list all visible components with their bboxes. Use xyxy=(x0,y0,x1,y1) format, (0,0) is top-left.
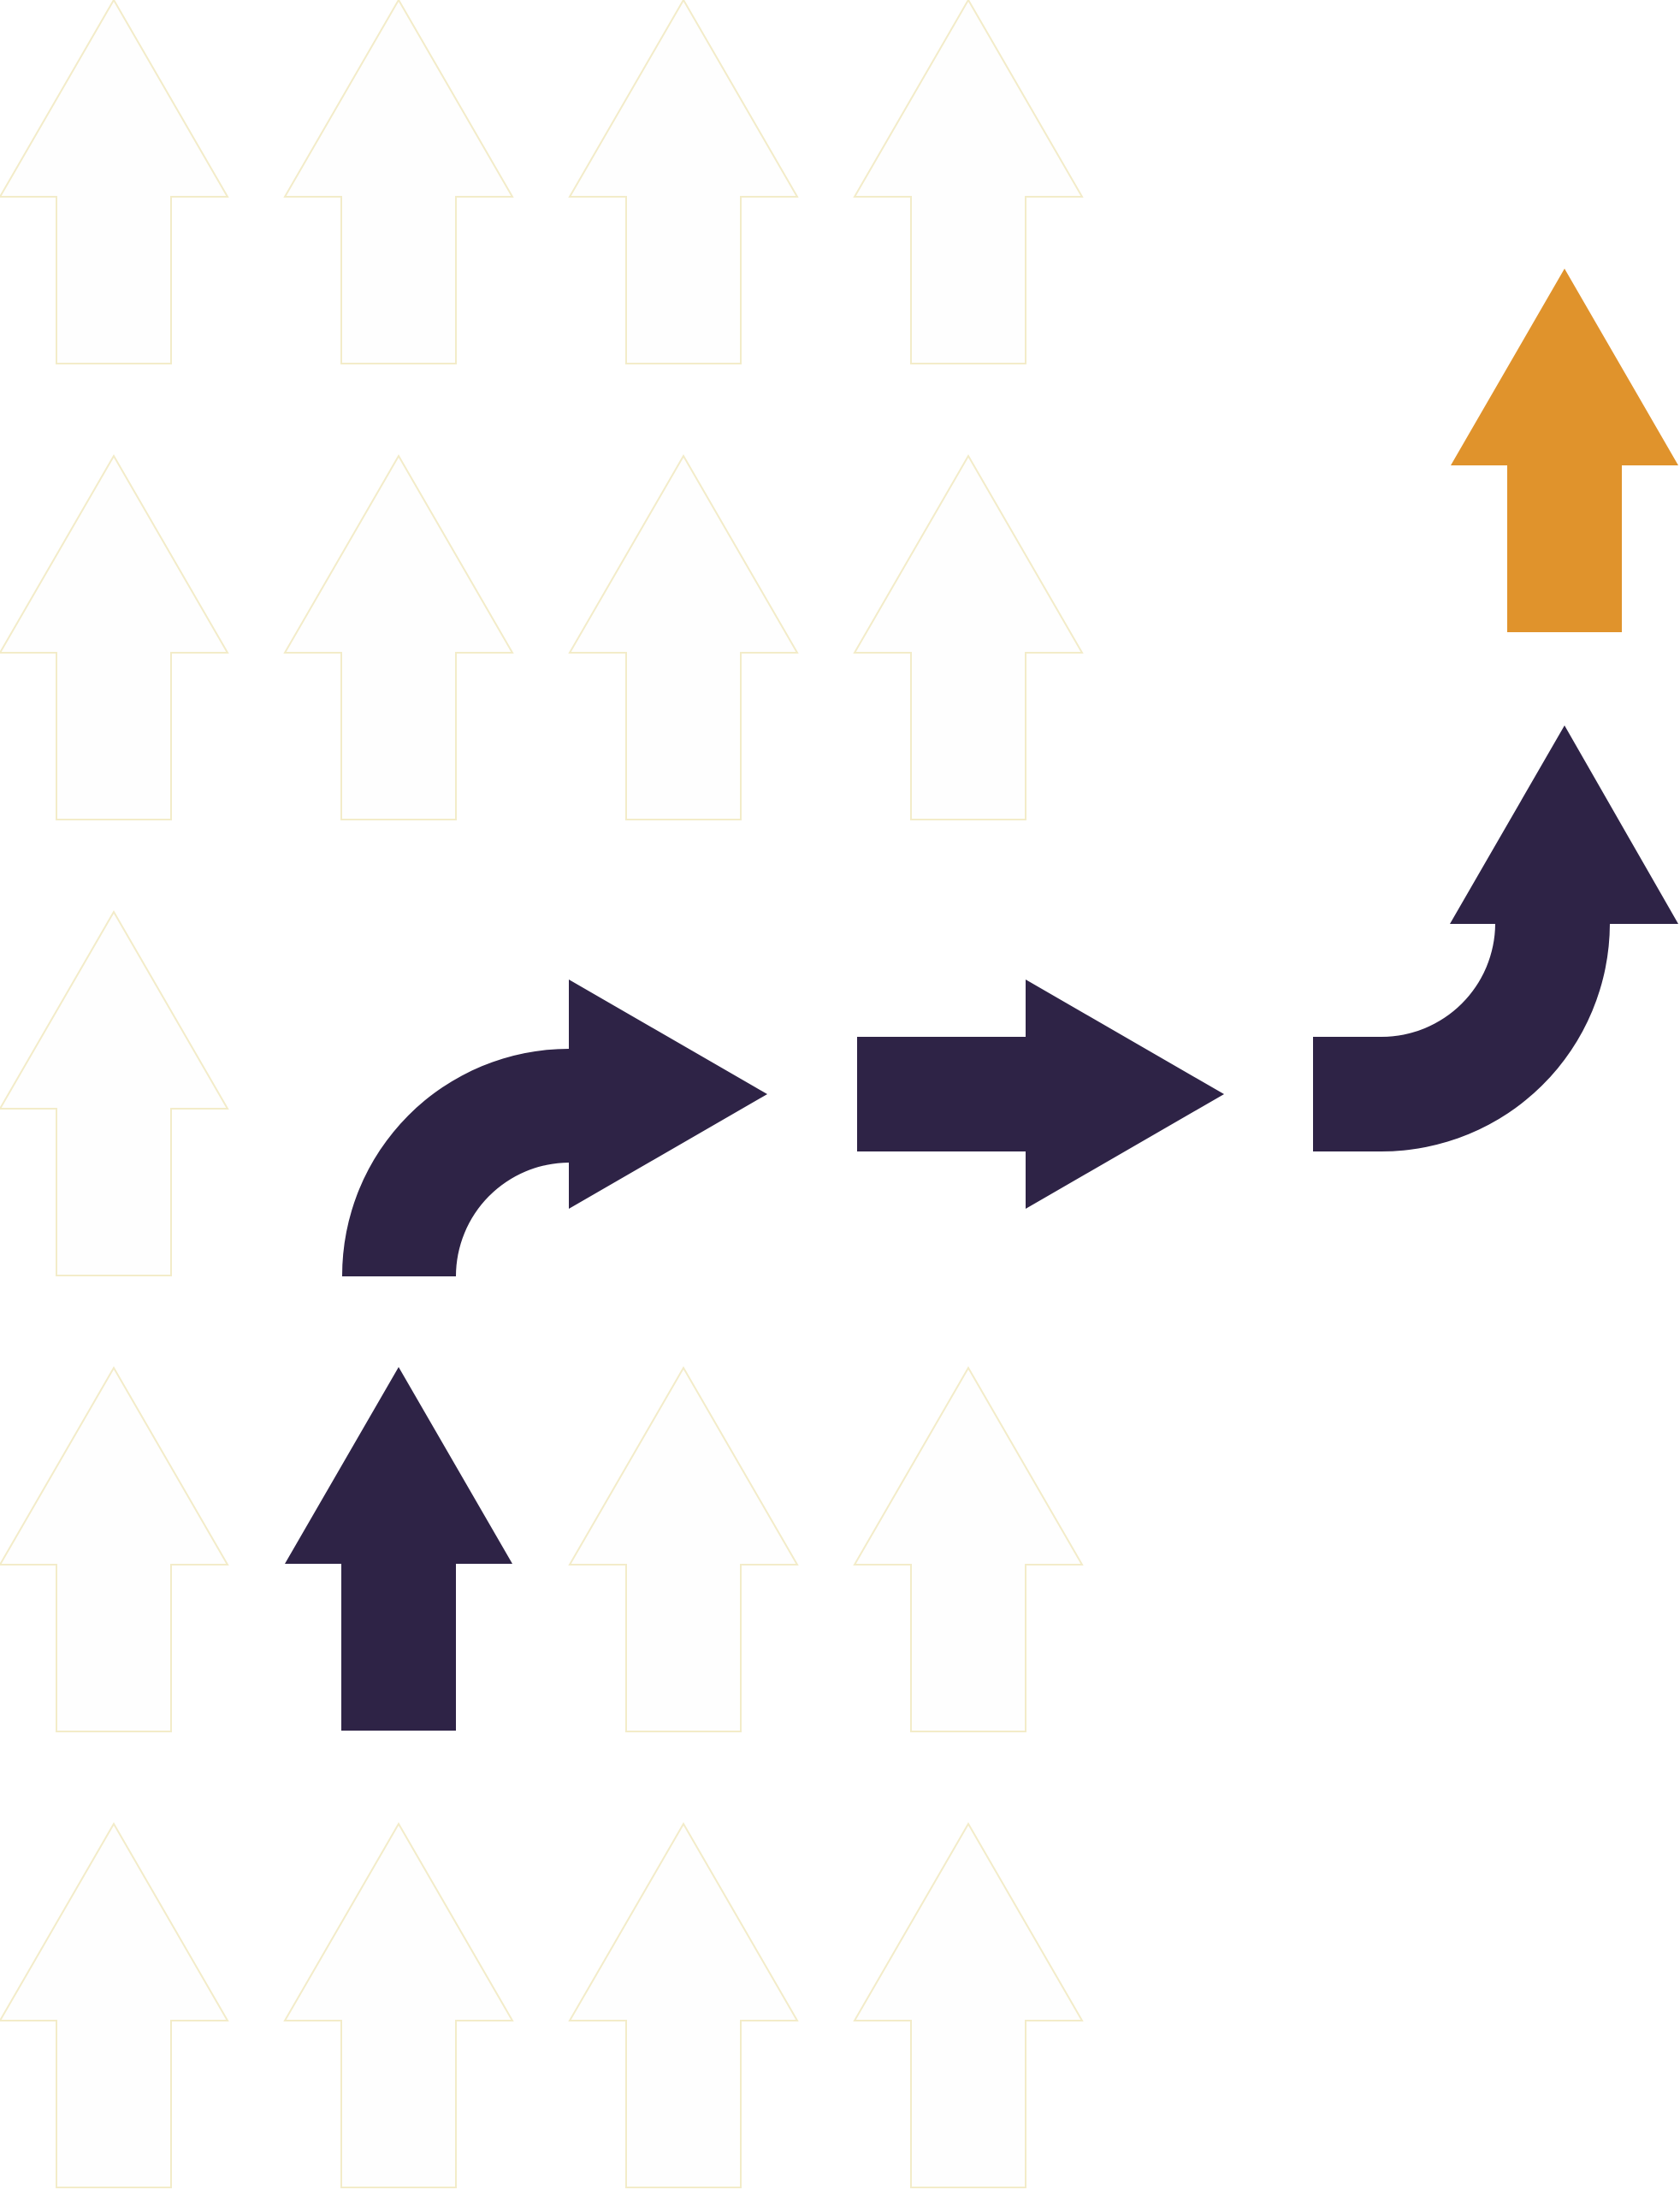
ghost-arrow-up-icon xyxy=(283,1822,514,2188)
ghost-arrow-up-icon xyxy=(0,1366,229,1732)
ghost-arrow-up-icon xyxy=(853,1822,1084,2188)
ghost-arrow-grid xyxy=(0,0,1084,2188)
ghost-arrow-up-icon xyxy=(568,0,799,364)
ghost-arrow-up-icon xyxy=(568,1366,799,1732)
ghost-arrow-up-icon xyxy=(283,0,514,364)
ghost-arrow-up-icon xyxy=(0,910,229,1276)
ghost-arrow-up-icon xyxy=(283,454,514,820)
path-arrow-start-up-icon xyxy=(285,1367,512,1731)
ghost-arrow-up-icon xyxy=(0,454,229,820)
path-arrow-straight-right-icon xyxy=(857,980,1224,1209)
ghost-arrow-up-icon xyxy=(568,1822,799,2188)
path-arrow-curve-right-up-icon xyxy=(1313,725,1678,1151)
goal-arrow-up-icon xyxy=(1451,269,1678,632)
ghost-arrow-up-icon xyxy=(0,0,229,364)
ghost-arrow-up-icon xyxy=(853,0,1084,364)
ghost-arrow-up-icon xyxy=(853,454,1084,820)
ghost-arrow-up-icon xyxy=(0,1822,229,2188)
ghost-arrow-up-icon xyxy=(853,1366,1084,1732)
arrow-path xyxy=(285,269,1678,1731)
path-arrow-curve-up-right-icon xyxy=(341,980,767,1276)
ghost-arrow-up-icon xyxy=(568,454,799,820)
